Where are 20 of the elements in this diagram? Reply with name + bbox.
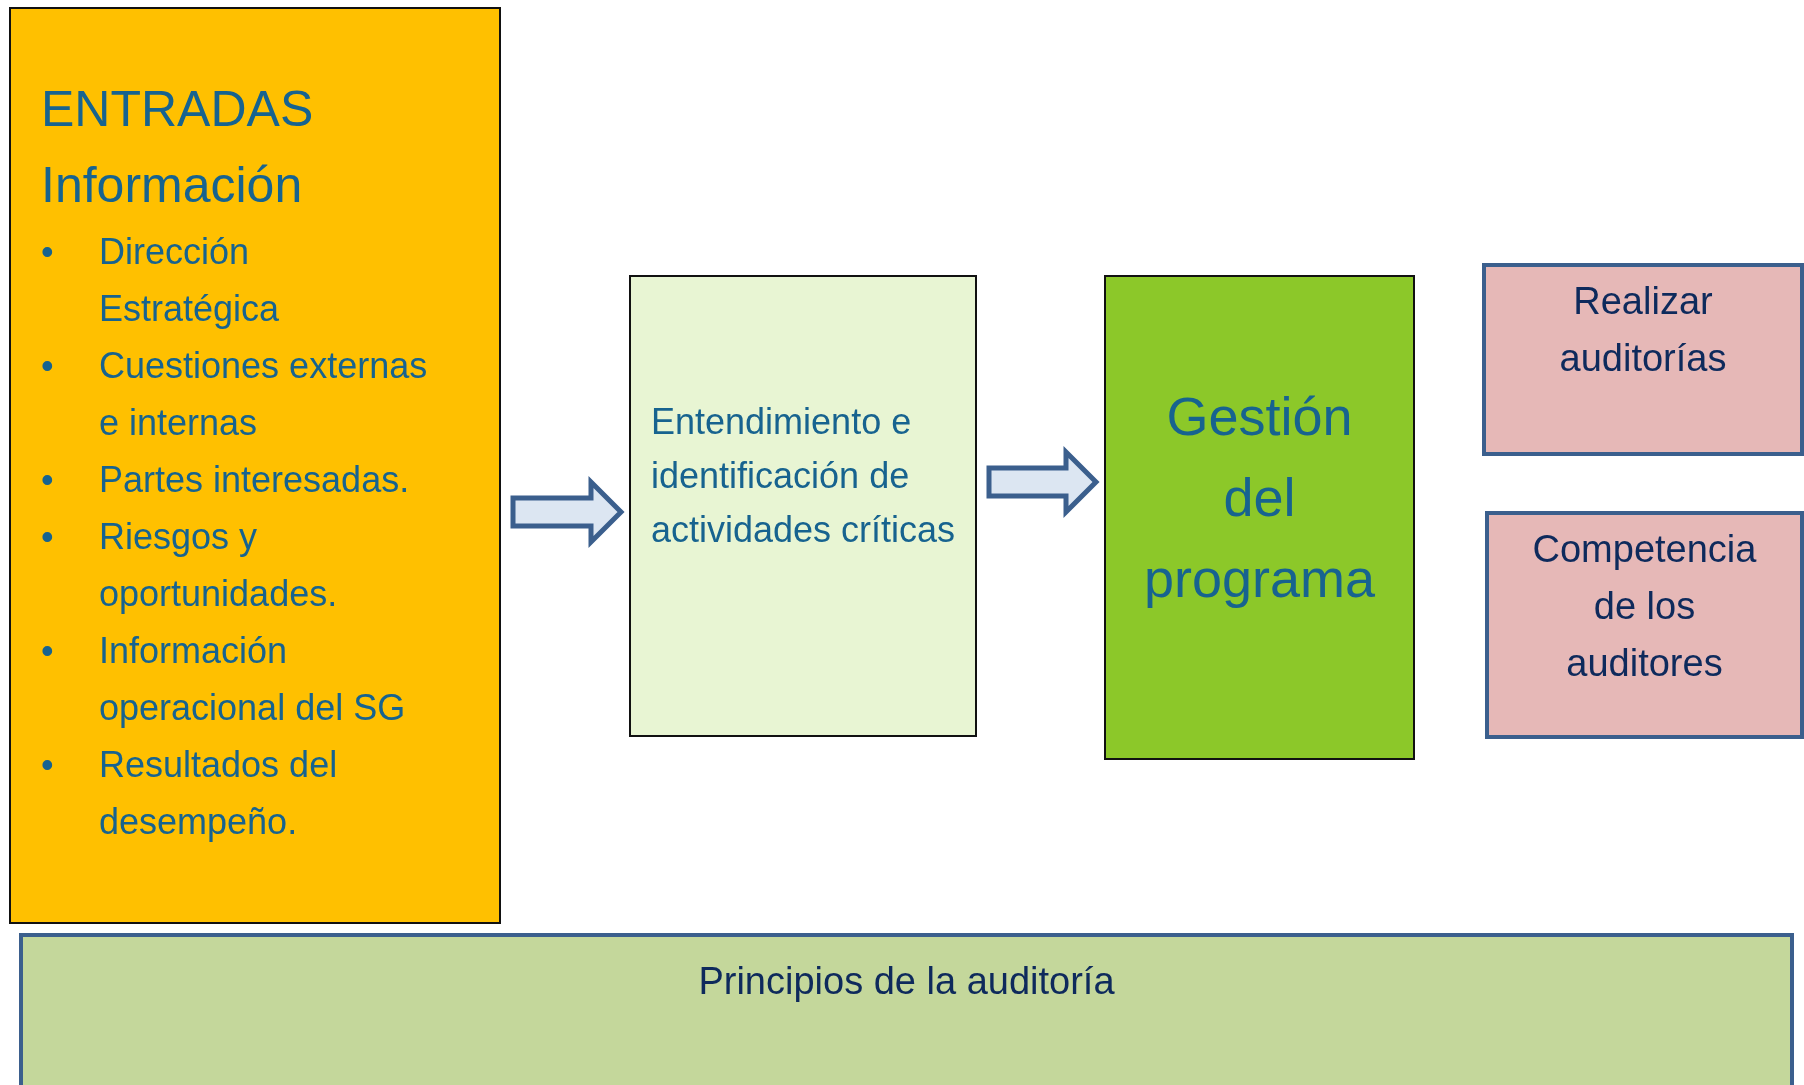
box-label: Competencia de los auditores [1531,527,1758,686]
input-panel [9,7,501,924]
band-label: Principios de la auditoría [698,959,1115,1004]
bullet-item: • Riesgos y oportunidades. [41,515,339,616]
process-box [1482,263,1804,456]
box-label: Gestión del programa [1142,385,1377,610]
bullet-item: • Resultados del desempeño. [41,743,339,844]
process-box [1485,511,1804,739]
bullet-item: • Dirección Estratégica [41,230,281,331]
bullet-item: • Partes interesadas. [41,458,411,502]
box-label: Entendimiento e identificación de actividades críticas [651,400,957,552]
block-arrow [986,445,1100,519]
heading-text: ENTRADAS Información [41,80,315,215]
process-box [629,275,977,737]
box-label: Realizar auditorías [1558,279,1728,381]
bullet-item: • Cuestiones externas e internas [41,344,429,445]
principles-band [19,933,1794,1085]
process-box [1104,275,1415,760]
block-arrow [510,475,625,549]
bullet-item: • Información operacional del SG [41,629,407,730]
